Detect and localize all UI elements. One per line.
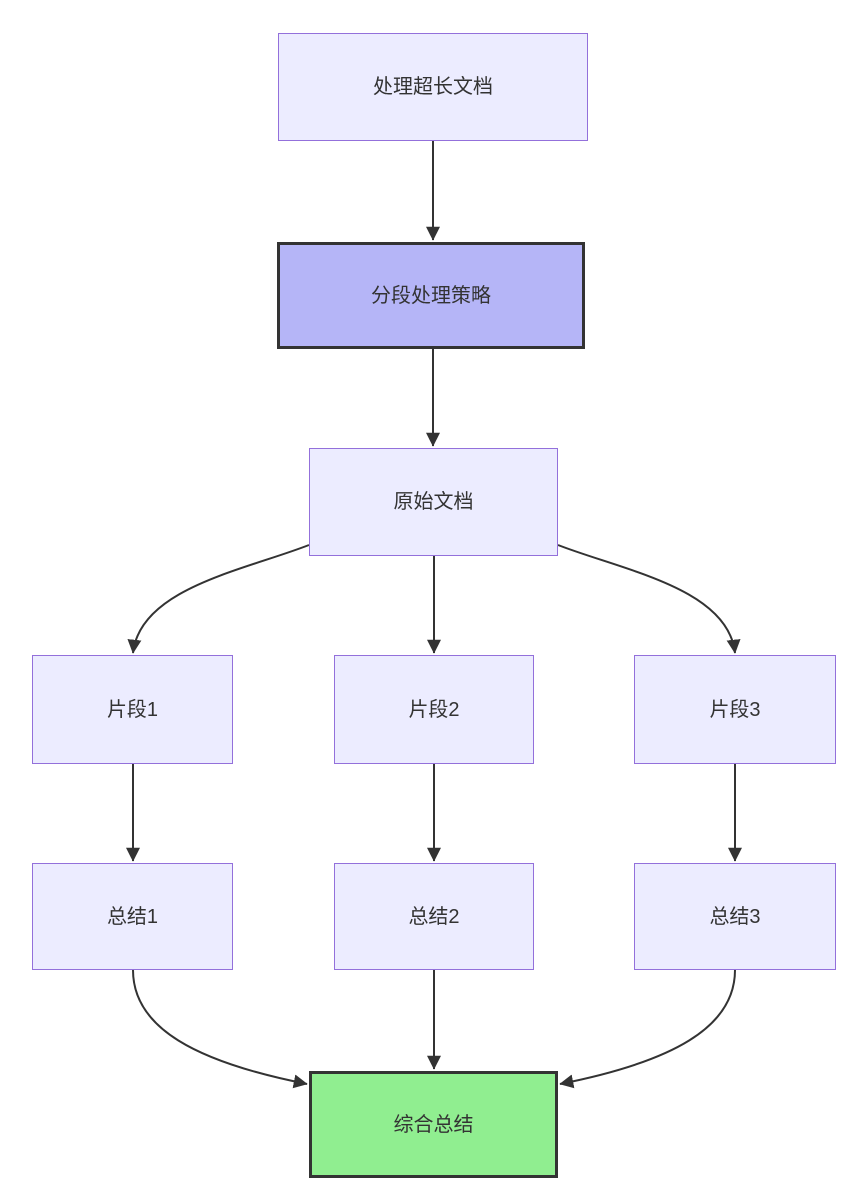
edge-doc-frag1 xyxy=(127,544,310,654)
node-label: 总结3 xyxy=(709,905,761,928)
node-label: 总结1 xyxy=(106,905,159,928)
node-final-summary: 综合总结 xyxy=(309,1071,558,1178)
node-summary-1: 总结1 xyxy=(32,863,233,970)
node-label: 处理超长文档 xyxy=(373,76,493,98)
node-fragment-3: 片段3 xyxy=(634,655,836,764)
node-segment-strategy: 分段处理策略 xyxy=(277,242,585,349)
node-label: 分段处理策略 xyxy=(371,284,491,307)
node-original-doc: 原始文档 xyxy=(309,448,558,556)
node-label: 总结2 xyxy=(408,905,460,928)
node-fragment-2: 片段2 xyxy=(334,655,534,764)
edge-sum3-final xyxy=(559,969,736,1089)
node-process-long-doc: 处理超长文档 xyxy=(278,33,588,141)
node-label: 综合总结 xyxy=(393,1113,474,1136)
node-summary-3: 总结3 xyxy=(634,863,836,970)
edge-doc-frag3 xyxy=(557,544,741,654)
edge-sum1-final xyxy=(132,969,308,1089)
node-label: 片段2 xyxy=(408,698,460,721)
node-fragment-1: 片段1 xyxy=(32,655,233,764)
node-summary-2: 总结2 xyxy=(334,863,534,970)
node-label: 片段3 xyxy=(709,698,761,721)
node-label: 原始文档 xyxy=(393,491,474,513)
node-label: 片段1 xyxy=(106,698,159,721)
